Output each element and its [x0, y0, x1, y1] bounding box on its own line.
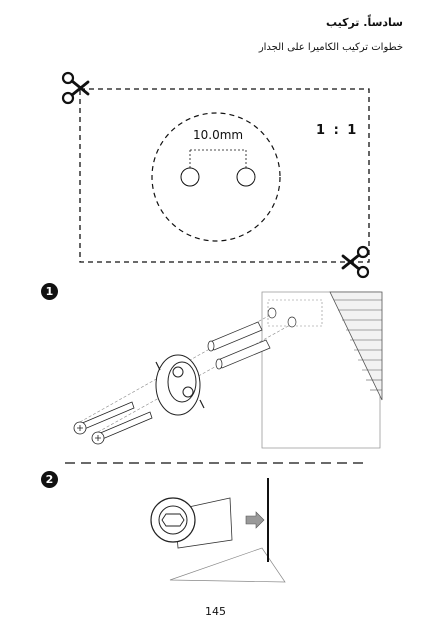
- step2-illustration: [151, 478, 285, 582]
- drilling-template: [80, 89, 369, 262]
- step1-illustration: [74, 292, 382, 448]
- scissors-icon: [343, 247, 368, 277]
- screw-hole-left: [181, 168, 199, 186]
- scale-label: 1 : 1: [316, 123, 358, 138]
- scissors-icon: [63, 73, 88, 103]
- screw-hole-right: [237, 168, 255, 186]
- step-badge-2: 2: [41, 471, 58, 488]
- step-badge-1: 1: [41, 283, 58, 300]
- page-number: 145: [0, 605, 431, 618]
- hole-distance-label: 10.0mm: [193, 128, 243, 142]
